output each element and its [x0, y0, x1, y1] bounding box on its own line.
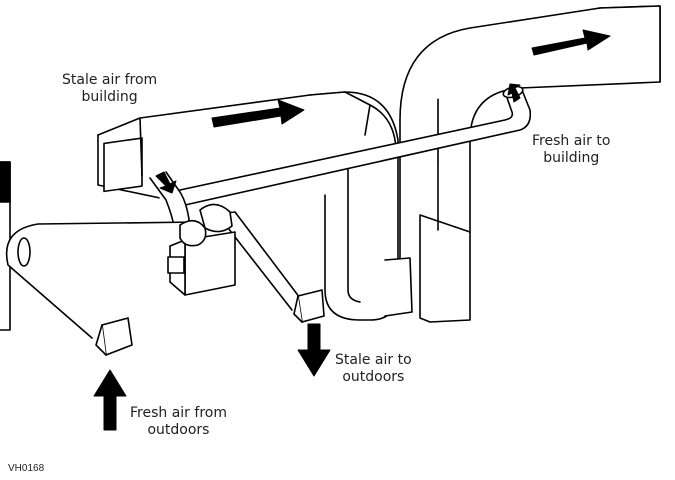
label-line-2: building	[543, 150, 600, 166]
arrow-supply-duct	[531, 29, 611, 56]
label-line-2: outdoors	[147, 422, 210, 438]
arrow-stale-in	[155, 171, 177, 194]
return-duct	[97, 91, 413, 321]
stale-air-pipe-in	[149, 171, 191, 231]
fresh-outdoor-pipe	[5, 221, 199, 339]
label-line-1: Fresh air to	[532, 133, 611, 149]
arrow-return-duct	[211, 99, 305, 128]
flow-arrows	[93, 29, 611, 431]
label-line-1: Fresh air from	[130, 405, 227, 421]
arrow-fresh-out	[507, 83, 521, 103]
label-line-1: Stale air from	[62, 72, 158, 88]
label-stale-air-from-building: Stale air from building	[62, 72, 157, 106]
label-stale-air-to-outdoors: Stale air to outdoors	[335, 352, 412, 386]
arrow-fresh-outdoors	[93, 369, 127, 431]
figure-code: VH0168	[8, 463, 45, 474]
arrow-stale-outdoors	[297, 323, 331, 377]
label-line-2: outdoors	[342, 369, 405, 385]
label-line-1: Stale air to	[335, 352, 412, 368]
label-fresh-air-to-building: Fresh air to building	[532, 133, 610, 167]
supply-trunk-duct	[399, 5, 661, 323]
label-line-2: building	[81, 89, 138, 105]
label-fresh-air-from-outdoors: Fresh air from outdoors	[130, 405, 227, 439]
hrv-unit	[167, 203, 236, 296]
wall-hoods	[95, 289, 325, 356]
